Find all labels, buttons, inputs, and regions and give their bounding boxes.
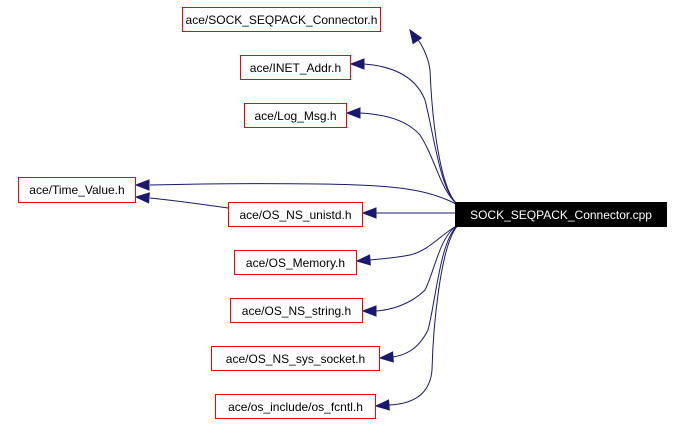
arrowhead-icon xyxy=(134,192,150,204)
node-time-value-h[interactable]: ace/Time_Value.h xyxy=(18,177,136,203)
node-root-sock-seqpack-connector-cpp[interactable]: SOCK_SEQPACK_Connector.cpp xyxy=(455,202,667,227)
arrowhead-icon xyxy=(349,58,365,70)
node-os-fcntl-h[interactable]: ace/os_include/os_fcntl.h xyxy=(215,394,376,419)
node-sock-seqpack-connector-h[interactable]: ace/SOCK_SEQPACK_Connector.h xyxy=(182,7,381,32)
arrowhead-icon xyxy=(374,399,390,411)
node-log-msg-h[interactable]: ace/Log_Msg.h xyxy=(244,103,347,128)
edge-to-os-ns-sys-socket-h xyxy=(392,224,459,358)
edge-to-time-value-h xyxy=(149,183,459,206)
node-os-memory-h[interactable]: ace/OS_Memory.h xyxy=(234,250,357,275)
edge-to-sock-seqpack-connector-h xyxy=(411,32,459,206)
arrowhead-icon xyxy=(345,107,361,119)
arrowhead-icon xyxy=(378,351,394,363)
node-os-ns-string-h[interactable]: ace/OS_NS_string.h xyxy=(230,298,363,323)
edge-to-os-memory-h xyxy=(369,224,459,261)
node-os-ns-sys-socket-h[interactable]: ace/OS_NS_sys_socket.h xyxy=(211,346,380,371)
node-os-ns-unistd-h[interactable]: ace/OS_NS_unistd.h xyxy=(228,202,363,227)
edge-to-inet-addr-h xyxy=(363,63,459,206)
node-inet-addr-h[interactable]: ace/INET_Addr.h xyxy=(240,55,351,80)
edge-unistd-to-time-value-h xyxy=(149,197,229,209)
edge-to-os-fcntl-h xyxy=(388,224,459,406)
edge-to-os-ns-string-h xyxy=(375,224,459,312)
arrowhead-icon xyxy=(361,305,377,317)
arrowhead-icon xyxy=(134,179,150,191)
arrowhead-icon xyxy=(361,207,377,219)
arrowhead-icon xyxy=(409,28,423,45)
arrowhead-icon xyxy=(355,254,371,266)
edge-to-log-msg-h xyxy=(359,112,459,206)
